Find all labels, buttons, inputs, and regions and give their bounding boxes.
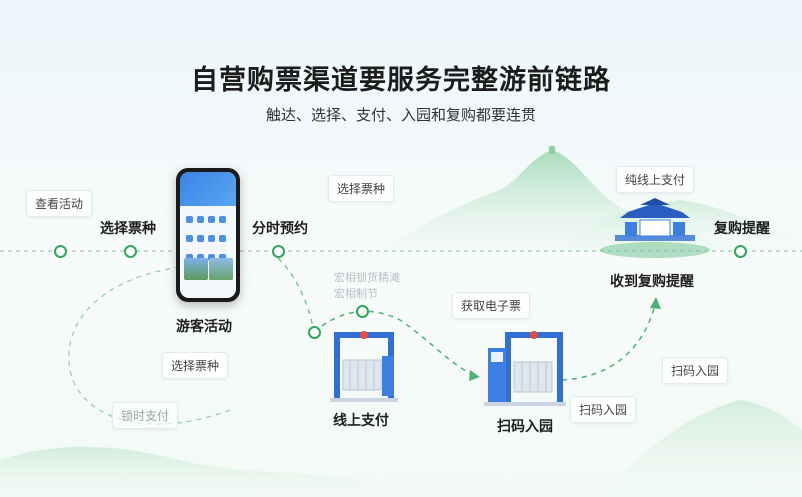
step-online-payment: 线上支付 xyxy=(333,413,389,429)
chip-select-ticket-top: 选择票种 xyxy=(328,175,395,202)
timeline-node-5 xyxy=(308,326,321,339)
chip-get-e-ticket: 获取电子票 xyxy=(452,292,531,319)
page-subtitle: 触达、选择、支付、入园和复购都要连贯 xyxy=(265,106,536,124)
chip-view-activity: 查看活动 xyxy=(26,190,93,217)
timeline-node-3 xyxy=(272,245,285,258)
chip-offline-payment: 纯线上支付 xyxy=(616,166,695,193)
step-receive-repurchase-reminder: 收到复购提醒 xyxy=(610,274,694,290)
chip-select-ticket-low: 选择票种 xyxy=(162,352,229,379)
timeline-node-1 xyxy=(54,245,67,258)
step-repurchase-reminder: 复购提醒 xyxy=(714,221,770,237)
chip-scan-entry-low: 扫码入园 xyxy=(570,396,637,423)
step-scan-entry: 扫码入园 xyxy=(497,419,553,435)
faint-text-1: 宏相锁货精滩 xyxy=(334,271,400,284)
timeline-node-6 xyxy=(356,305,369,318)
step-visitor-activity: 游客活动 xyxy=(176,319,232,335)
turnstile-gate-online-payment xyxy=(330,331,398,402)
phone-illustration xyxy=(176,168,240,302)
chip-lock-time-payment: 锁时支付 xyxy=(112,402,179,429)
phone-screen xyxy=(180,172,236,298)
step-select-ticket: 选择票种 xyxy=(100,221,156,237)
timeline-node-2 xyxy=(124,245,137,258)
step-time-slot-booking: 分时预约 xyxy=(252,221,308,237)
chip-scan-entry-right: 扫码入园 xyxy=(662,357,729,384)
timeline-node-4 xyxy=(734,245,747,258)
faint-text-2: 宏相制节 xyxy=(334,287,378,300)
turnstile-gate-scan-entry xyxy=(484,331,566,406)
pavilion-illustration xyxy=(600,198,710,258)
page-title: 自营购票渠道要服务完整游前链路 xyxy=(191,65,611,96)
